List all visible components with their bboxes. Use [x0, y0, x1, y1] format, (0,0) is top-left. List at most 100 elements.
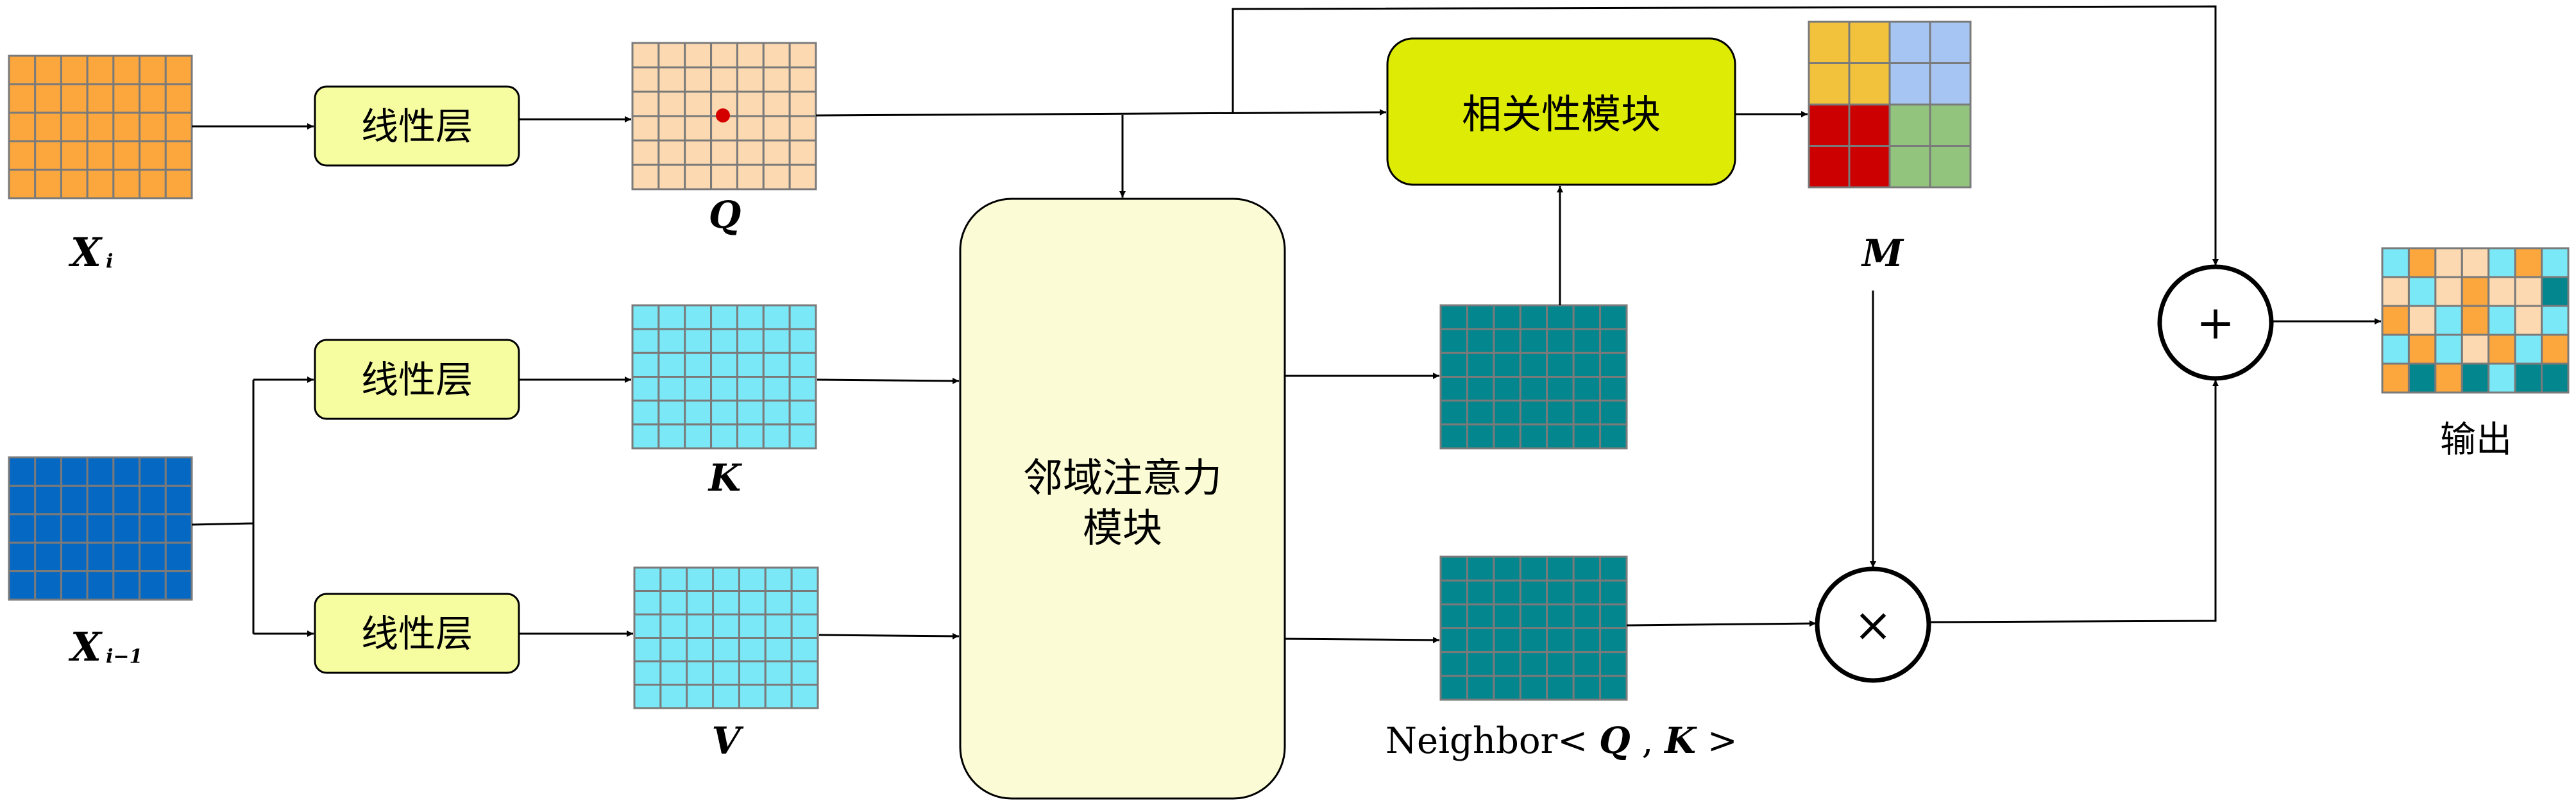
grid-cell	[2487, 362, 2516, 394]
grid-cell	[633, 637, 662, 663]
grid-cell	[139, 484, 167, 516]
grid-cell	[788, 328, 817, 354]
grid-cell	[60, 541, 89, 573]
add-operator: +	[2157, 264, 2274, 381]
grid-cell	[710, 164, 738, 190]
grid-cell	[631, 139, 660, 166]
value-grid	[633, 566, 819, 709]
grid-cell	[2461, 305, 2490, 336]
grid-cell	[712, 684, 740, 709]
grid-cell	[657, 423, 686, 450]
grid-cell	[684, 328, 713, 354]
grid-cell	[631, 164, 660, 190]
grid-cell	[712, 613, 740, 639]
grid-cell	[1519, 579, 1548, 605]
grid-cell	[86, 83, 115, 114]
grid-cell	[659, 660, 688, 686]
grid-cell	[1599, 627, 1628, 654]
grid-cell	[686, 613, 715, 639]
grid-cell	[659, 637, 688, 663]
grid-cell	[762, 423, 791, 450]
output-grid	[2381, 247, 2570, 394]
natten-label-line1: 邻域注意力	[1023, 455, 1222, 502]
grid-cell	[712, 566, 740, 592]
grid-cell	[1519, 603, 1548, 629]
grid-cell	[736, 164, 765, 190]
grid-cell	[633, 590, 662, 616]
grid-cell	[2461, 334, 2490, 365]
grid-cell	[686, 660, 715, 686]
grid-cell	[657, 115, 686, 142]
grid-cell	[1599, 651, 1628, 677]
grid-cell	[1546, 675, 1575, 701]
grid-cell	[139, 513, 167, 544]
grid-cell	[1546, 603, 1575, 629]
times-icon: ×	[1854, 598, 1892, 652]
grid-cell	[8, 541, 37, 573]
grid-cell	[34, 112, 62, 142]
grid-cell	[631, 328, 660, 354]
grid-cell	[1599, 423, 1628, 450]
grid-cell	[1546, 400, 1575, 426]
grid-cell	[8, 55, 37, 85]
grid-cell	[112, 55, 141, 85]
label-q: Q	[709, 193, 741, 237]
grid-cell	[762, 351, 791, 378]
grid-cell	[112, 484, 141, 516]
grid-cell	[1599, 555, 1628, 582]
grid-cell	[2381, 362, 2410, 394]
grid-cell	[1493, 555, 1521, 582]
grid-cell	[659, 684, 688, 709]
grid-cell	[1439, 423, 1468, 450]
grid-cell	[788, 115, 817, 142]
grid-cell	[2487, 276, 2516, 307]
grid-cell	[710, 42, 738, 69]
grid-cell	[710, 376, 738, 402]
grid-cell	[657, 90, 686, 117]
grid-cell	[60, 570, 89, 601]
grid-cell	[8, 83, 37, 114]
grid-cell	[60, 484, 89, 516]
grid-cell	[164, 513, 193, 544]
grid-cell	[736, 328, 765, 354]
grid-cell	[736, 351, 765, 378]
grid-cell	[659, 566, 688, 592]
grid-cell	[1808, 103, 1851, 147]
grid-cell	[633, 684, 662, 709]
label-neighbor-q: Q	[1599, 720, 1631, 762]
grid-cell	[86, 570, 115, 601]
grid-cell	[2487, 334, 2516, 365]
correlation-map-grid	[1808, 21, 1972, 189]
grid-cell	[762, 400, 791, 426]
grid-cell	[164, 55, 193, 85]
grid-cell	[1519, 304, 1548, 330]
grid-cell	[738, 613, 767, 639]
grid-cell	[1572, 400, 1602, 426]
label-neighbor: Neighbor< Q , K >	[1385, 720, 1738, 762]
grid-cell	[1888, 103, 1931, 147]
grid-cell	[8, 570, 37, 601]
grid-cell	[2434, 334, 2463, 365]
label-v: V	[711, 719, 743, 763]
grid-cell	[1848, 103, 1891, 147]
grid-cell	[710, 66, 738, 93]
grid-cell	[1519, 328, 1548, 354]
grid-cell	[788, 42, 817, 69]
label-output: 输出	[2440, 419, 2512, 461]
linear-layer-2-label: 线性层	[361, 358, 473, 402]
grid-cell	[738, 684, 767, 709]
arrow-natten-to-neighbor-bottom	[1284, 636, 1440, 643]
grid-cell	[1808, 62, 1851, 106]
grid-cell	[86, 169, 115, 199]
grid-cell	[1546, 376, 1575, 402]
grid-cell	[1493, 603, 1521, 629]
natten-label-line2: 模块	[1083, 505, 1162, 552]
grid-cell	[790, 590, 819, 616]
grid-cell	[1493, 351, 1521, 378]
grid-cell	[1493, 675, 1521, 701]
grid-cell	[164, 484, 193, 516]
grid-cell	[764, 660, 793, 686]
grid-cell	[60, 169, 89, 199]
grid-cell	[631, 115, 660, 142]
grid-cell	[1493, 304, 1521, 330]
